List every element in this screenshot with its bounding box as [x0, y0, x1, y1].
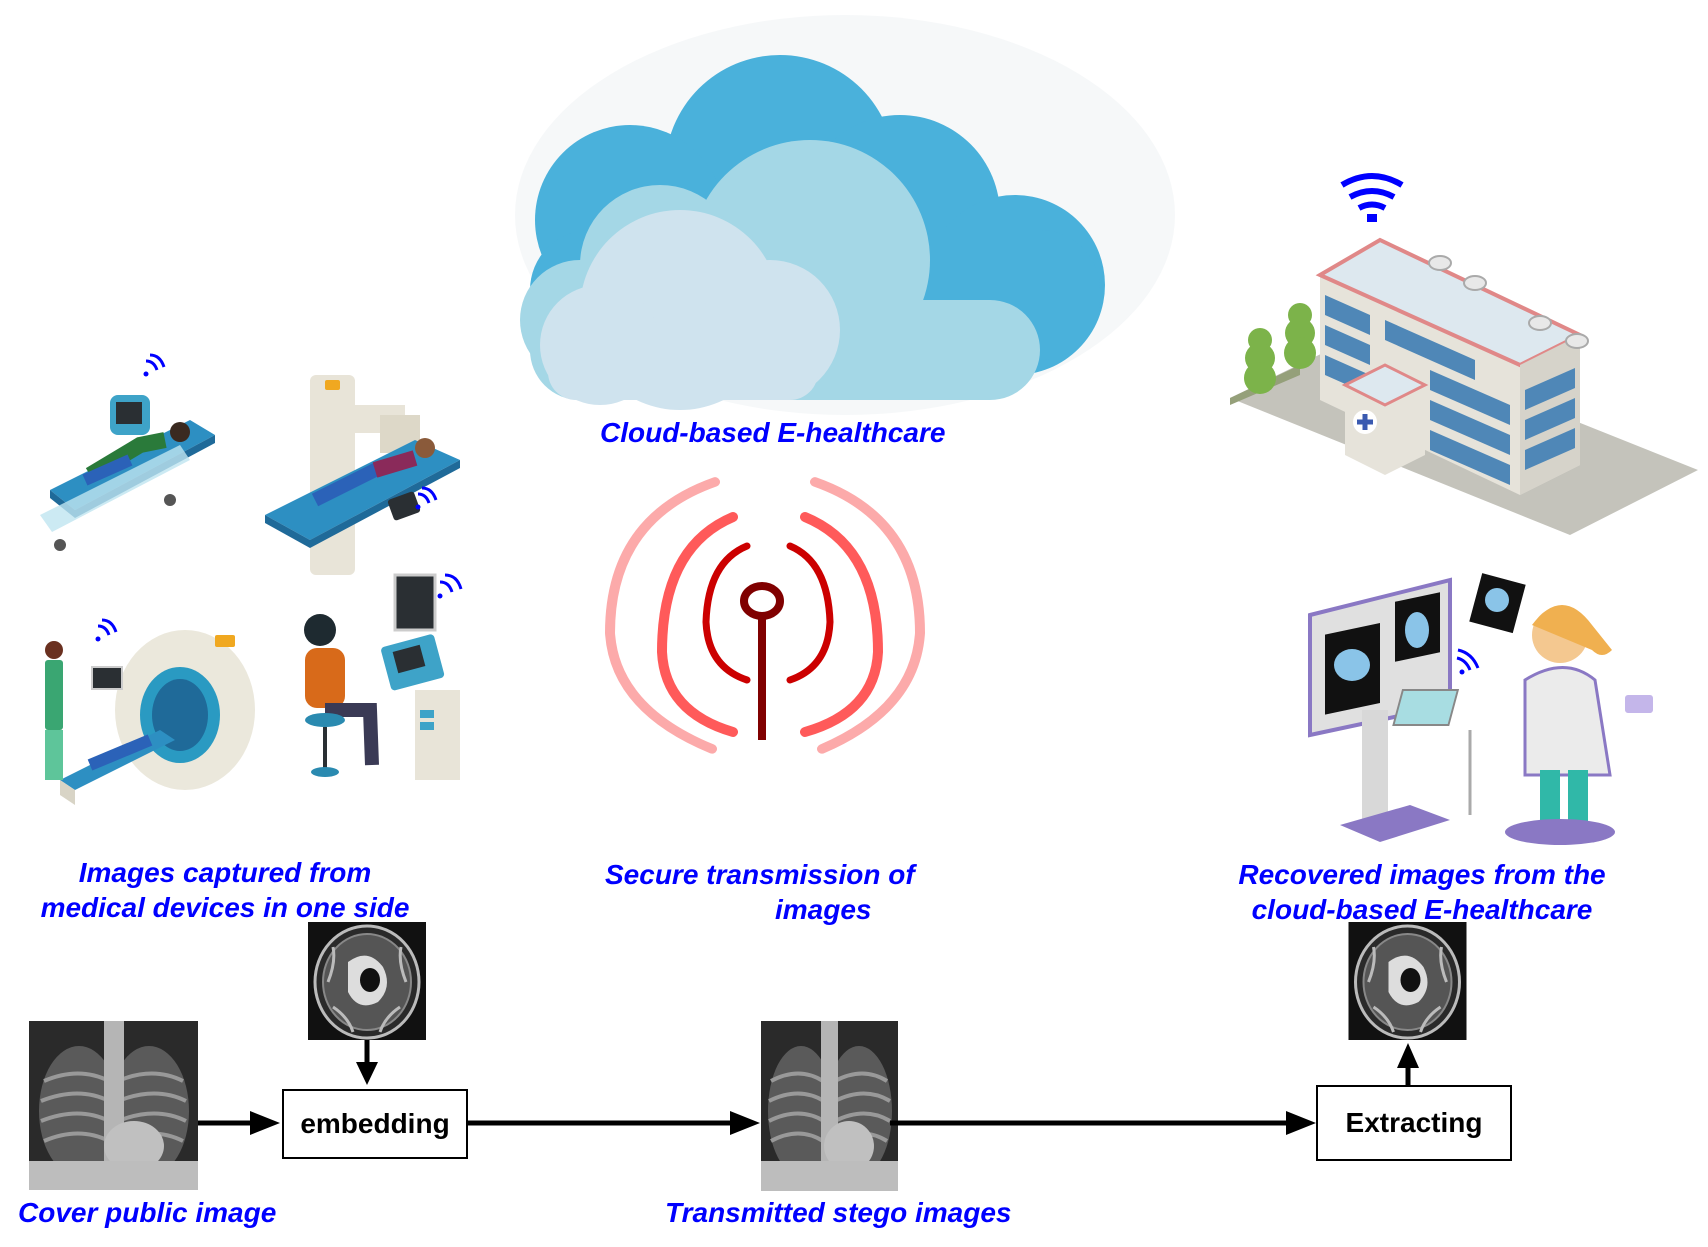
transmission-caption-line2: images — [775, 894, 872, 925]
signal-wave-outer-left — [604, 477, 720, 754]
recovered-caption-line1: Recovered images from the — [1238, 859, 1606, 890]
signal-wave-middle-left — [656, 512, 738, 737]
mri-scanner-illustration — [45, 618, 255, 805]
devices-caption-line1: Images captured from — [78, 857, 372, 888]
stego-image-caption: Transmitted stego images — [665, 1197, 1012, 1228]
cover-chest-xray-image — [29, 1021, 198, 1190]
devices-caption-line2: medical devices in one side — [40, 892, 410, 923]
signal-wave-inner-right — [786, 542, 834, 684]
wifi-icon — [1456, 648, 1480, 671]
wifi-icon — [1340, 173, 1404, 211]
embedding-label: embedding — [300, 1108, 450, 1139]
embedding-process-box: embedding — [282, 1089, 468, 1159]
cloud-front — [540, 210, 840, 410]
doctor-xray-illustration — [1308, 573, 1653, 845]
xray-machine-illustration — [265, 375, 460, 575]
secret-brain-mri-image — [308, 922, 426, 1040]
patient-stretcher-illustration — [40, 353, 215, 551]
recovered-brain-mri-image — [1348, 922, 1467, 1040]
cloud-illustration — [515, 15, 1175, 415]
hospital-building-illustration — [1230, 173, 1698, 535]
cover-image-caption: Cover public image — [18, 1197, 277, 1228]
cloud-caption: Cloud-based E-healthcare — [600, 417, 946, 448]
signal-wave-outer-right — [810, 477, 926, 754]
arrow-cover-to-embedding — [198, 1111, 280, 1135]
ultrasound-station-illustration — [304, 573, 463, 780]
signal-antenna-icon — [604, 477, 926, 754]
arrow-extracting-to-recovered — [1397, 1043, 1419, 1085]
transmission-caption-line1: Secure transmission of — [605, 859, 915, 890]
extracting-process-box: Extracting — [1316, 1085, 1512, 1161]
recovered-caption-line2: cloud-based E-healthcare — [1251, 894, 1593, 925]
arrow-stego-to-extracting — [890, 1111, 1316, 1135]
arrow-secret-to-embedding — [356, 1040, 378, 1085]
extracting-label: Extracting — [1345, 1107, 1483, 1138]
signal-wave-middle-right — [800, 512, 884, 737]
stego-chest-xray-image — [761, 1021, 898, 1191]
arrow-embedding-to-stego — [468, 1111, 760, 1135]
signal-wave-inner-left — [702, 542, 751, 684]
